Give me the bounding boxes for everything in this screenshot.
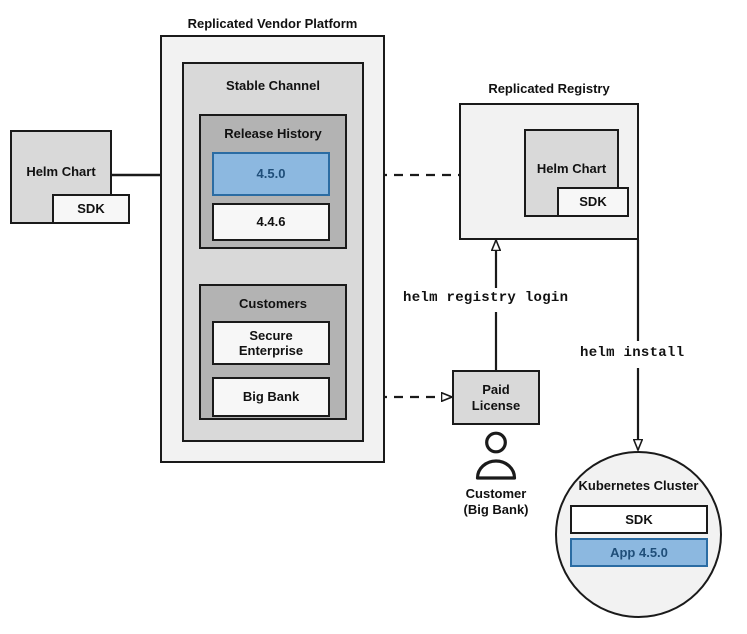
customer-name-line2: Enterprise [238,343,304,358]
registry-sdk-box: SDK [557,187,629,217]
person-icon [475,431,517,480]
release-version-label: 4.4.6 [256,214,286,230]
release-item-4-5-0[interactable]: 4.5.0 [212,152,330,196]
source-sdk-label: SDK [77,201,105,217]
kubernetes-cluster-circle [555,451,722,618]
registry-helm-chart-label: Helm Chart [536,161,607,176]
kubernetes-cluster-title: Kubernetes Cluster [578,478,699,493]
customer-name-label: Big Bank [242,389,300,405]
release-item-4-4-6[interactable]: 4.4.6 [212,203,330,241]
cluster-item-label: App 4.5.0 [610,544,668,560]
release-version-label: 4.5.0 [256,166,286,182]
vendor-platform-title: Replicated Vendor Platform [187,16,358,31]
release-history-title: Release History [224,126,322,141]
command-helm-registry-login: helm registry login [399,289,573,307]
customer-item-big-bank[interactable]: Big Bank [212,377,330,417]
source-helm-chart-label: Helm Chart [26,164,96,179]
cluster-item-app: App 4.5.0 [570,538,708,567]
cluster-item-sdk: SDK [570,505,708,534]
paid-license-line1: Paid [482,382,510,398]
cluster-item-label: SDK [625,511,653,527]
customer-name-line1: Secure [249,327,293,343]
customers-title: Customers [239,296,307,311]
registry-sdk-label: SDK [579,194,607,210]
source-sdk-box: SDK [52,194,130,224]
customer-actor [464,430,528,482]
registry-title: Replicated Registry [488,81,610,96]
paid-license-box: Paid License [452,370,540,425]
paid-license-line2: License [471,397,521,413]
stable-channel-title: Stable Channel [226,78,320,93]
customer-actor-label: Customer (Big Bank) [432,486,560,519]
command-helm-install: helm install [576,344,689,362]
customer-item-secure-enterprise[interactable]: Secure Enterprise [212,321,330,365]
customer-actor-line2: (Big Bank) [463,502,529,518]
customer-actor-line1: Customer [465,486,527,501]
